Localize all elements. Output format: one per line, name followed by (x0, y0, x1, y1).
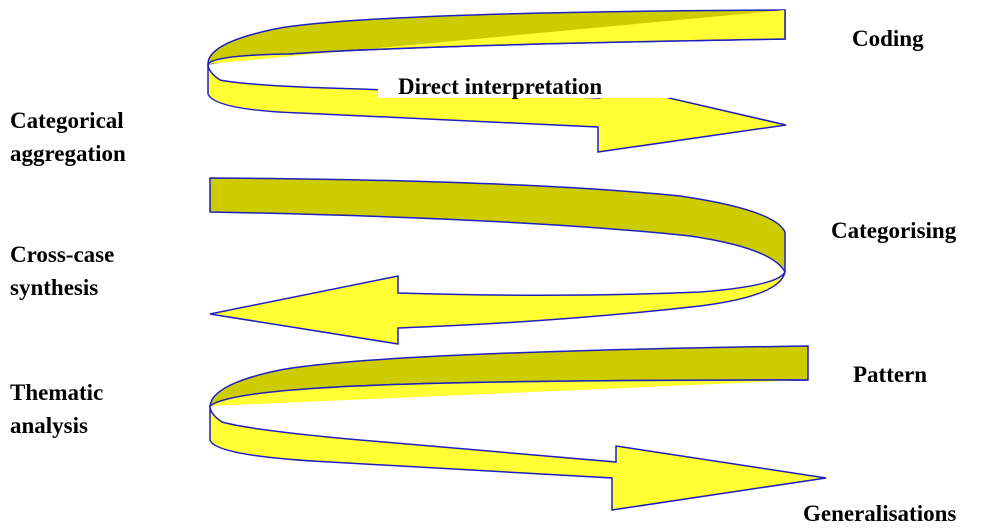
label-thematic-line-1: Thematic (10, 380, 104, 405)
label-thematic-analysis: Thematic analysis (10, 376, 103, 442)
label-categorical-aggregation: Categorical aggregation (10, 104, 126, 170)
spiral-loop-3-front-arrow (209, 379, 827, 511)
spiral-loop-2-front-arrow (209, 271, 786, 345)
label-cross-case-line-1: Cross-case (10, 242, 115, 267)
label-generalisations: Generalisations (803, 501, 957, 526)
spiral-loop-2-back (209, 177, 786, 273)
label-thematic-line-2: analysis (10, 413, 88, 438)
label-cross-case-line-2: synthesis (10, 275, 99, 300)
label-cross-case-synthesis: Cross-case synthesis (10, 238, 114, 304)
label-categorising: Categorising (831, 218, 957, 243)
label-direct-interpretation: Direct interpretation (398, 74, 603, 99)
spiral-loop-1-front-arrow (207, 10, 787, 153)
label-categorical-aggregation-line-2: aggregation (10, 141, 126, 166)
label-categorical-aggregation-line-1: Categorical (10, 108, 124, 133)
label-pattern: Pattern (853, 362, 928, 387)
direct-interpretation-label-bg (378, 70, 670, 98)
label-coding: Coding (852, 26, 924, 51)
